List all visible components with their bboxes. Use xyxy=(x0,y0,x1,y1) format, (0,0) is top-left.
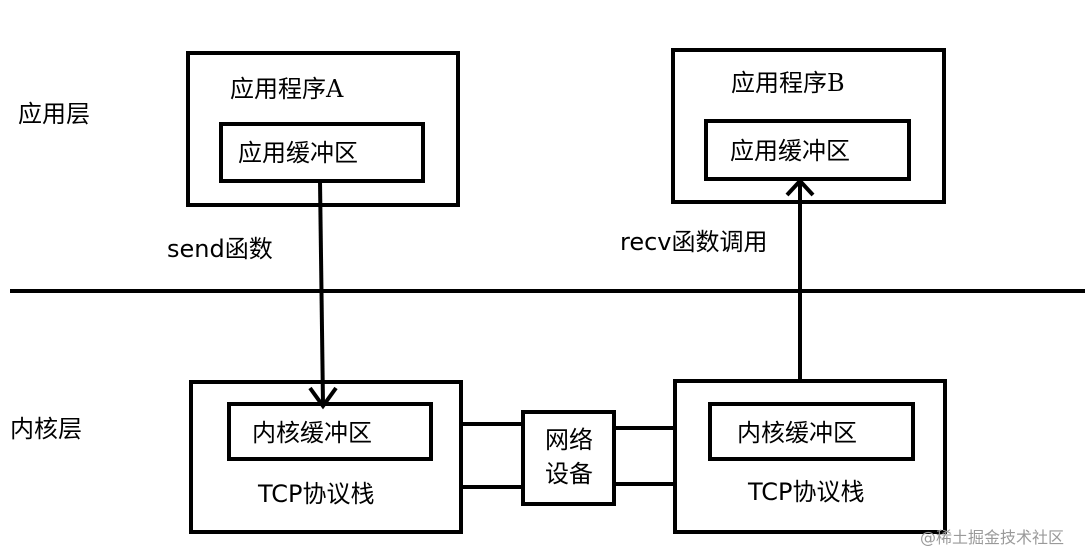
kernel-a-buffer-box xyxy=(227,402,433,461)
app-b-outline xyxy=(671,48,946,204)
kernel-a-buffer-label: 内核缓冲区 xyxy=(252,419,372,447)
kernel-a-stack-label: TCP协议栈 xyxy=(257,480,374,508)
network-device-outline xyxy=(521,410,616,506)
app-b-box: 应用程序B 应用缓冲区 xyxy=(671,48,946,204)
application-layer-label: 应用层 xyxy=(18,100,90,128)
network-device-label-line2: 设备 xyxy=(545,460,593,488)
recv-arrow-head xyxy=(785,178,815,197)
recv-arrow xyxy=(785,178,815,381)
kernel-a-box: 内核缓冲区 TCP协议栈 xyxy=(189,380,463,534)
app-b-title: 应用程序B xyxy=(731,69,845,97)
app-a-box: 应用程序A 应用缓冲区 xyxy=(186,51,460,207)
kernel-b-box: 内核缓冲区 TCP协议栈 xyxy=(673,379,947,534)
app-a-title: 应用程序A xyxy=(230,75,344,103)
app-b-buffer-box xyxy=(704,119,911,181)
send-arrow-shaft xyxy=(318,180,325,405)
network-device-box: 网络 设备 xyxy=(521,410,616,506)
kernel-layer-label: 内核层 xyxy=(10,415,82,443)
send-arrow xyxy=(308,180,338,410)
kernel-b-outline xyxy=(673,379,947,534)
app-a-outline xyxy=(186,51,460,207)
watermark-text: @稀土掘金技术社区 xyxy=(920,528,1064,547)
kernel-b-buffer-box xyxy=(708,402,915,461)
recv-call-label: recv函数调用 xyxy=(620,228,768,256)
send-arrow-head xyxy=(308,386,338,410)
kernel-b-buffer-label: 内核缓冲区 xyxy=(737,419,857,447)
app-a-buffer-label: 应用缓冲区 xyxy=(238,139,358,167)
app-b-buffer-label: 应用缓冲区 xyxy=(730,137,850,165)
kernel-b-stack-label: TCP协议栈 xyxy=(747,478,864,506)
send-call-label: send函数 xyxy=(167,235,273,263)
network-device-label-line1: 网络 xyxy=(545,426,593,454)
kernel-a-outline xyxy=(189,380,463,534)
